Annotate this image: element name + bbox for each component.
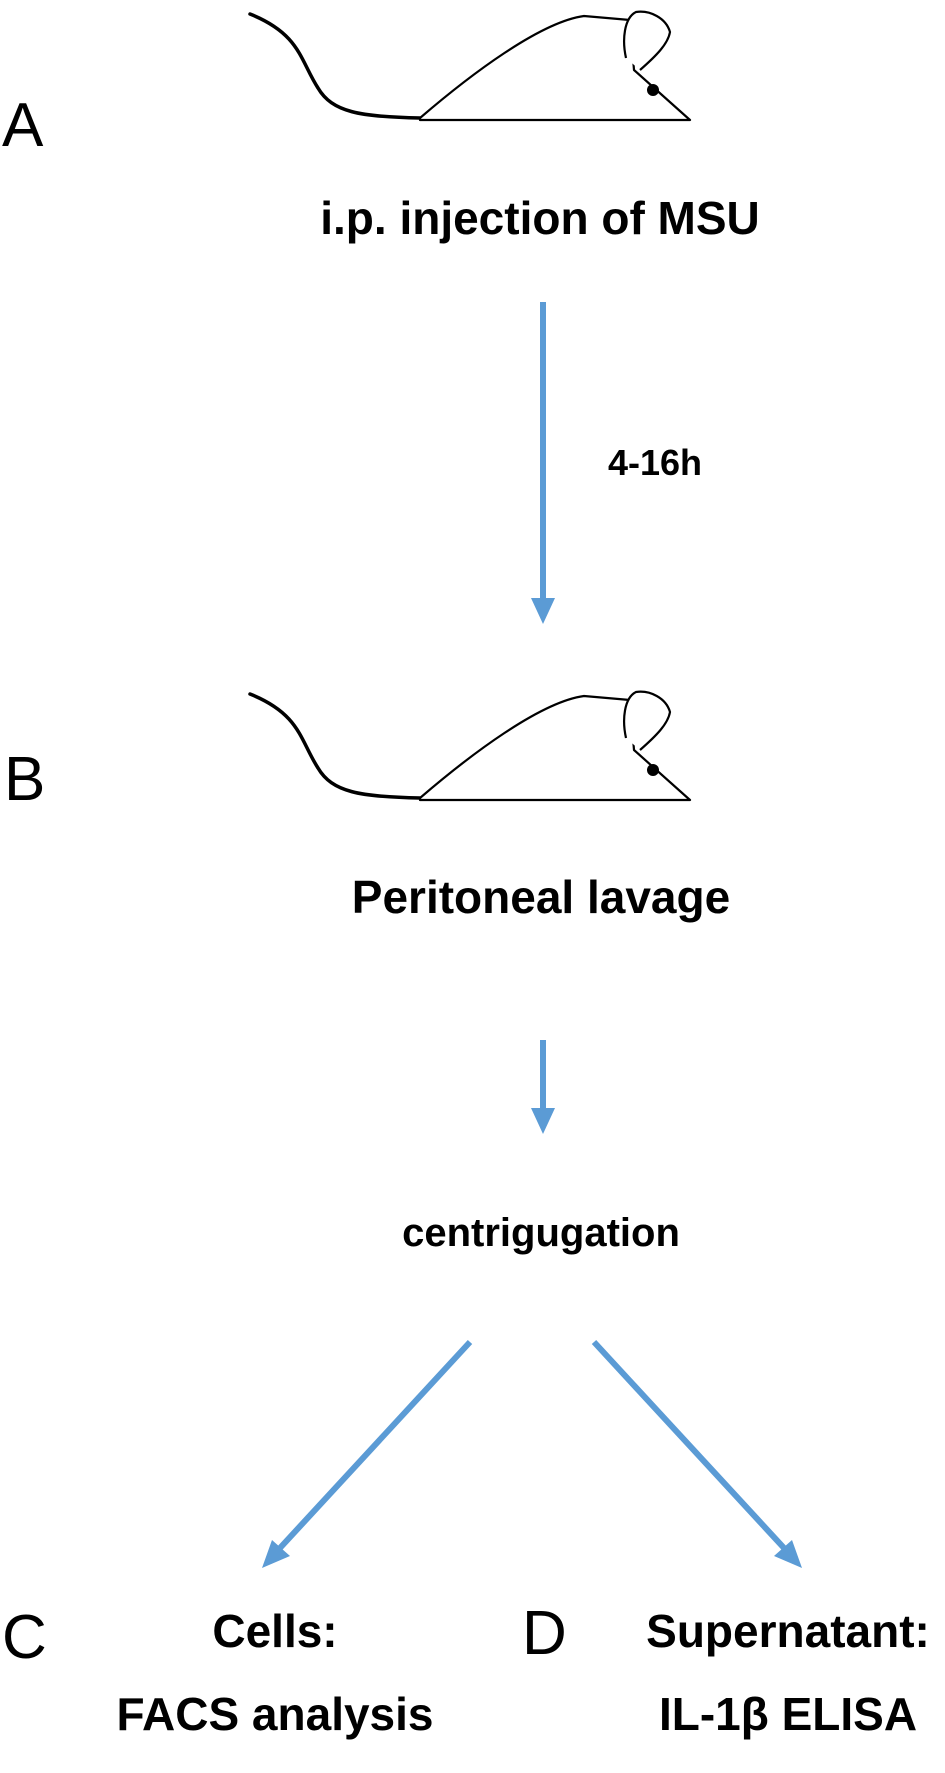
output-d-subtitle: IL-1β ELISA xyxy=(659,1688,917,1740)
interval-label: 4-16h xyxy=(608,442,702,483)
panel-letter-b: B xyxy=(4,745,45,814)
output-c-subtitle: FACS analysis xyxy=(116,1688,433,1740)
step-a-caption: i.p. injection of MSU xyxy=(320,192,760,244)
mouse-icon xyxy=(248,690,692,802)
panel-letter-c: C xyxy=(2,1603,47,1672)
step-b-caption: Peritoneal lavage xyxy=(352,871,730,923)
arrow-a-to-b xyxy=(531,302,555,624)
arrow-to-cells xyxy=(262,1339,473,1568)
process-label: centrigugation xyxy=(402,1211,680,1255)
output-c-title: Cells: xyxy=(212,1605,337,1657)
arrow-b-to-centrifugation xyxy=(531,1040,555,1134)
arrow-to-supernatant xyxy=(591,1339,802,1568)
panel-letter-d: D xyxy=(522,1599,567,1668)
panel-letter-a: A xyxy=(2,91,44,160)
mouse-icon xyxy=(248,10,692,122)
output-d-title: Supernatant: xyxy=(646,1605,930,1657)
